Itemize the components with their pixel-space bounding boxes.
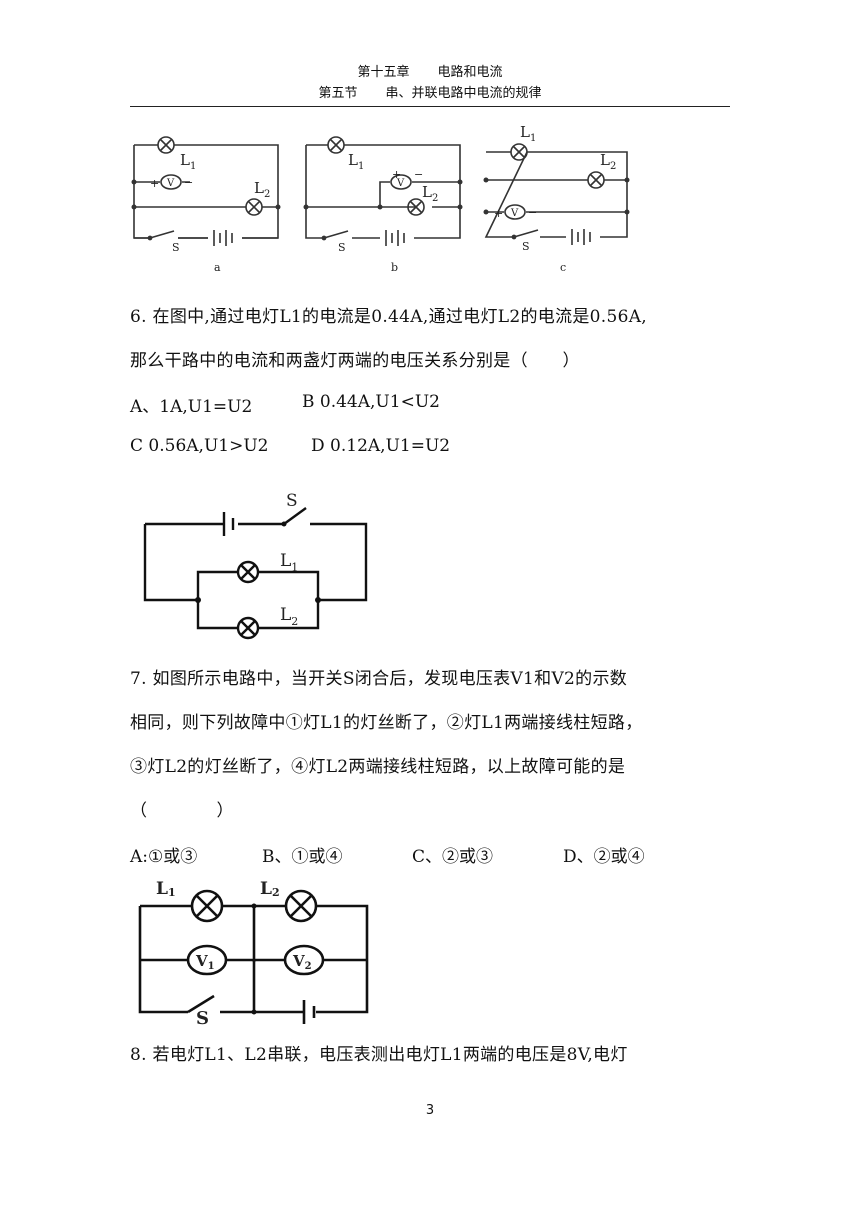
fig-a-minus-label: −	[184, 176, 193, 189]
fig-c-minus-label: −	[528, 206, 537, 219]
header-rule	[130, 106, 730, 107]
fig-c-switch-label: S	[522, 240, 530, 253]
fig-b-voltmeter-label: V	[396, 178, 405, 189]
q7-text-line-2: 相同，则下列故障中①灯L1的灯丝断了，②灯L1两端接线柱短路，	[130, 713, 643, 733]
q6-option-a[interactable]: A、1A,U1=U2	[130, 397, 253, 417]
fig-b-minus-label: −	[414, 168, 423, 181]
section-line: 第五节 串、并联电路中电流的规律	[130, 83, 730, 104]
fig-a-l1-label: L1	[180, 151, 196, 172]
q6-text-line-2: 那么干路中的电流和两盏灯两端的电压关系分别是（ ）	[130, 351, 580, 371]
q7-option-b[interactable]: B、①或④	[262, 847, 343, 867]
q7-option-d[interactable]: D、②或④	[563, 847, 645, 867]
q6-l1-label: L1	[280, 551, 298, 574]
q7-option-a[interactable]: A:①或③	[130, 847, 198, 867]
q7-l1-label: L1	[156, 879, 176, 899]
q7-text-line-1: 7. 如图所示电路中，当开关S闭合后，发现电压表V1和V2的示数	[130, 669, 628, 689]
q7-v2-label: V2	[292, 952, 312, 972]
section-label: 第五节	[318, 86, 358, 101]
q7-text-line-4: （ ）	[130, 801, 234, 821]
fig-c-l2-label: L2	[600, 151, 616, 172]
fig-a-switch-label: S	[172, 241, 180, 254]
section-title: 串、并联电路中电流的规律	[385, 86, 542, 101]
q6-option-c[interactable]: C 0.56A,U1>U2	[130, 436, 269, 456]
fig-b-switch-label: S	[338, 241, 346, 254]
q6-l2-label: L2	[280, 605, 298, 628]
fig-b-l1-label: L1	[348, 151, 364, 172]
q7-text-line-3: ③灯L2的灯丝断了，④灯L2两端接线柱短路，以上故障可能的是	[130, 757, 626, 777]
chapter-line: 第十五章 电路和电流	[130, 62, 730, 83]
page-header: 第十五章 电路和电流 第五节 串、并联电路中电流的规律	[130, 62, 730, 104]
q8-text-line-1: 8. 若电灯L1、L2串联，电压表测出电灯L1两端的电压是8V,电灯	[130, 1045, 628, 1065]
q7-option-c[interactable]: C、②或③	[412, 847, 494, 867]
fig-a-plus-label: +	[150, 177, 159, 190]
circuit-figure-c: L1 L2 V + − S c	[483, 123, 630, 274]
circuit-figure-a: L1 L2 V + − S a	[131, 136, 281, 274]
fig-c-caption: c	[560, 261, 566, 274]
chapter-title: 电路和电流	[437, 65, 503, 80]
fig-c-voltmeter-label: V	[510, 208, 519, 219]
fig-b-plus-label: +	[392, 168, 401, 181]
q6-option-d[interactable]: D 0.12A,U1=U2	[311, 436, 451, 456]
q6-option-b[interactable]: B 0.44A,U1<U2	[302, 392, 440, 412]
q6-circuit-figure: S L1 L2	[143, 491, 368, 640]
fig-a-l2-label: L2	[254, 179, 270, 200]
fig-c-plus-label: +	[494, 207, 503, 220]
fig-a-caption: a	[214, 261, 221, 274]
q7-l2-label: L2	[260, 879, 280, 899]
fig-a-voltmeter-label: V	[166, 178, 175, 189]
q6-text-line-1: 6. 在图中,通过电灯L1的电流是0.44A,通过电灯L2的电流是0.56A,	[130, 307, 648, 327]
chapter-label: 第十五章	[357, 65, 410, 80]
q7-switch-label: S	[196, 1008, 209, 1029]
fig-b-l2-label: L2	[422, 183, 438, 204]
q7-circuit-figure: L1 L2 V1 V2 S	[138, 879, 369, 1029]
q7-v1-label: V1	[195, 952, 215, 972]
fig-c-l1-label: L1	[520, 123, 536, 144]
q6-switch-label: S	[286, 491, 298, 511]
fig-b-caption: b	[391, 261, 398, 274]
circuit-figure-b: L1 L2 V + − S b	[303, 136, 463, 274]
page-number: 3	[425, 1103, 435, 1118]
